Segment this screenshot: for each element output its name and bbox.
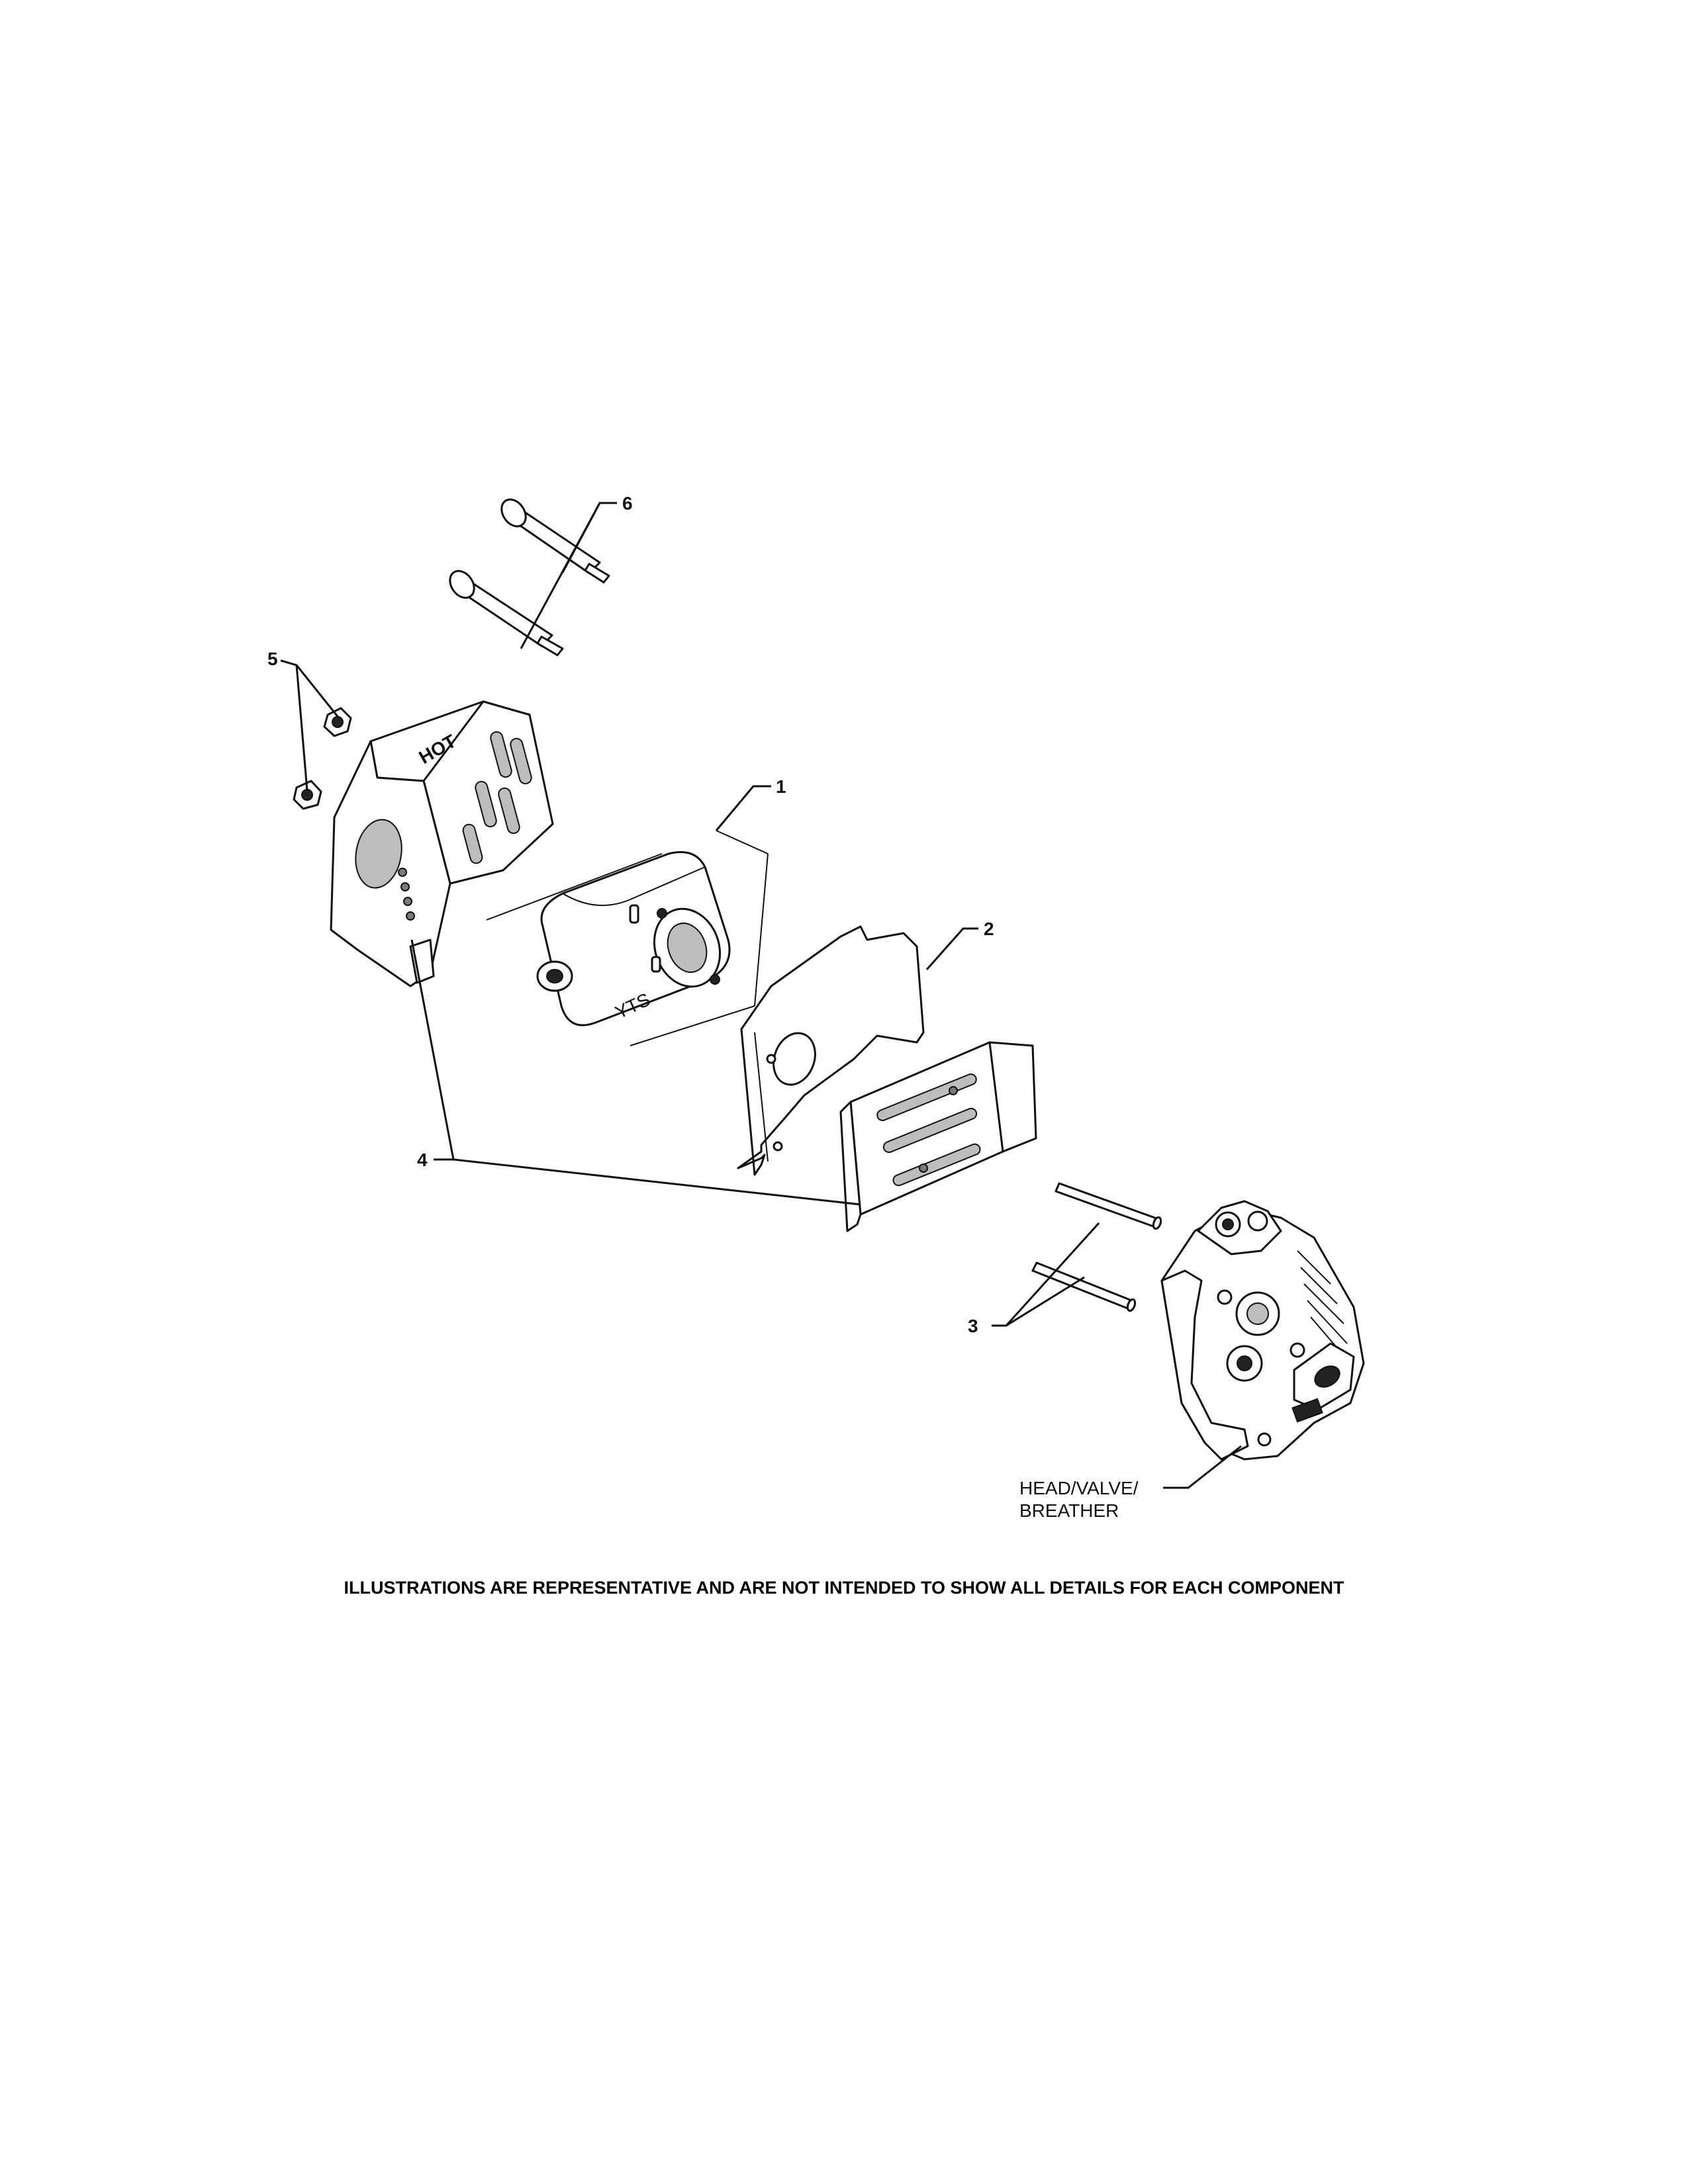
nut-upper [323, 707, 352, 737]
callout-1: 1 [776, 776, 786, 797]
part-6-bolts [449, 498, 610, 657]
leader-lines [280, 502, 1242, 1489]
callout-2: 2 [984, 919, 994, 939]
bolt-upper [500, 498, 610, 584]
part-5-nuts [293, 707, 352, 810]
head-label-line1: HEAD/VALVE/ [1019, 1478, 1139, 1498]
part-2-gasket [737, 925, 925, 1176]
disclaimer-note: ILLUSTRATIONS ARE REPRESENTATIVE AND ARE… [344, 1578, 1344, 1598]
part-3-studs [1031, 1182, 1162, 1312]
callout-5: 5 [267, 649, 278, 669]
shield-side-slots [462, 731, 532, 864]
head-label-line2: BREATHER [1019, 1500, 1119, 1521]
bolt-lower [449, 570, 564, 657]
callout-6: 6 [622, 493, 633, 514]
nut-lower [293, 780, 322, 810]
head-valve-breather-assembly [1160, 1200, 1365, 1461]
callout-3: 3 [968, 1316, 978, 1336]
part-4-heat-shield-plate [839, 1041, 1037, 1232]
part-1-muffler: YTS [486, 830, 769, 1046]
callout-4: 4 [417, 1150, 428, 1170]
part-4-muffler-shield: HOT [330, 700, 554, 987]
